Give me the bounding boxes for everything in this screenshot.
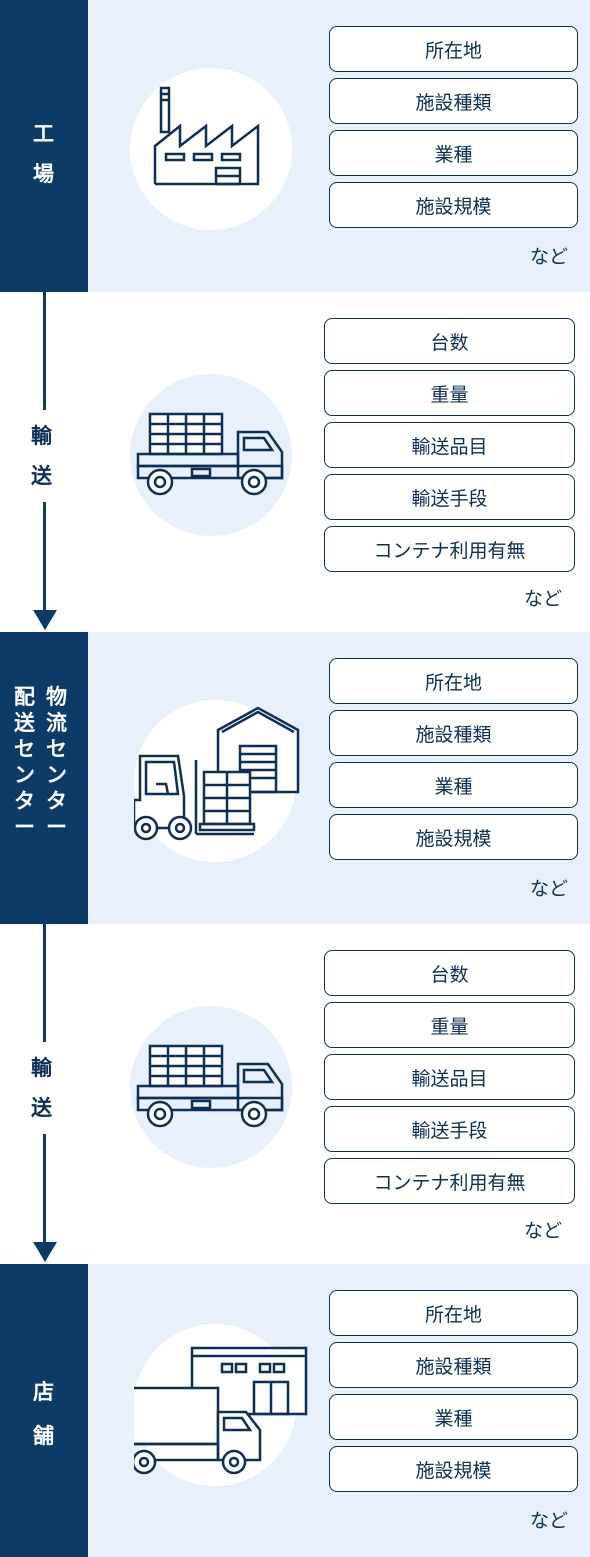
attribute-list: 所在地 施設種類 業種 施設規模 [329, 658, 578, 866]
attribute-item: 輸送品目 [324, 1054, 575, 1100]
attribute-item: 重量 [324, 1002, 575, 1048]
store-truck-icon [134, 1324, 308, 1486]
attribute-list: 所在地 施設種類 業種 施設規模 [329, 26, 578, 234]
attribute-item: 施設規模 [329, 814, 578, 860]
etc-note: など [524, 588, 563, 610]
attribute-item: 輸送品目 [324, 422, 575, 468]
stage-transport: 輸 送 台数 重量 輸送品目 輸送手段 コンテナ利用有無 など [0, 924, 590, 1264]
attribute-item: 施設種類 [329, 710, 578, 756]
attribute-item: 輸送手段 [324, 474, 575, 520]
attribute-item: 業種 [329, 762, 578, 808]
attribute-item: 業種 [329, 1394, 578, 1440]
stage-label: 店 舗 [33, 1380, 54, 1448]
attribute-list: 所在地 施設種類 業種 施設規模 [329, 1290, 578, 1498]
attribute-item: 業種 [329, 130, 578, 176]
attribute-item: 所在地 [329, 26, 578, 72]
truck-icon [130, 374, 292, 536]
attribute-item: 台数 [324, 318, 575, 364]
attribute-item: 台数 [324, 950, 575, 996]
attribute-item: 所在地 [329, 658, 578, 704]
flow-arrow-icon [33, 1242, 57, 1262]
stage-label-column [0, 0, 88, 292]
stage-label-column [0, 1264, 88, 1557]
attribute-item: 施設規模 [329, 1446, 578, 1492]
etc-note: など [530, 1510, 569, 1532]
stage-label-delivery: 配 送 セ ン タ ー [14, 685, 35, 839]
attribute-item: 輸送手段 [324, 1106, 575, 1152]
stage-store: 店 舗 所在地 施設種類 業種 施設規模 など [0, 1264, 590, 1557]
factory-icon [130, 68, 292, 230]
stage-label: 輸 送 [31, 410, 52, 502]
attribute-item: 施設規模 [329, 182, 578, 228]
attribute-item: 所在地 [329, 1290, 578, 1336]
truck-icon [130, 1006, 292, 1168]
stage-transport: 輸 送 台数 重量 輸送品目 輸送手段 コンテナ利用有無 など [0, 292, 590, 632]
stage-label-column [0, 632, 88, 924]
attribute-item: 重量 [324, 370, 575, 416]
flow-arrow-icon [33, 610, 57, 630]
attribute-item: コンテナ利用有無 [324, 1158, 575, 1204]
attribute-list: 台数 重量 輸送品目 輸送手段 コンテナ利用有無 [324, 318, 575, 578]
attribute-item: 施設種類 [329, 78, 578, 124]
attribute-item: コンテナ利用有無 [324, 526, 575, 572]
attribute-item: 施設種類 [329, 1342, 578, 1388]
etc-note: など [524, 1220, 563, 1242]
etc-note: など [530, 878, 569, 900]
attribute-list: 台数 重量 輸送品目 輸送手段 コンテナ利用有無 [324, 950, 575, 1210]
stage-factory: 工 場 所在地 施設種類 業種 施設規模 など [0, 0, 590, 292]
stage-label: 工 場 [33, 122, 54, 186]
stage-distribution-center: 配 送 セ ン タ ー 物 流 セ ン タ ー [0, 632, 590, 924]
stage-label: 輸 送 [31, 1042, 52, 1134]
etc-note: など [530, 246, 569, 268]
stage-label-logistics: 物 流 セ ン タ ー [46, 685, 67, 839]
forklift-warehouse-icon [134, 700, 300, 862]
